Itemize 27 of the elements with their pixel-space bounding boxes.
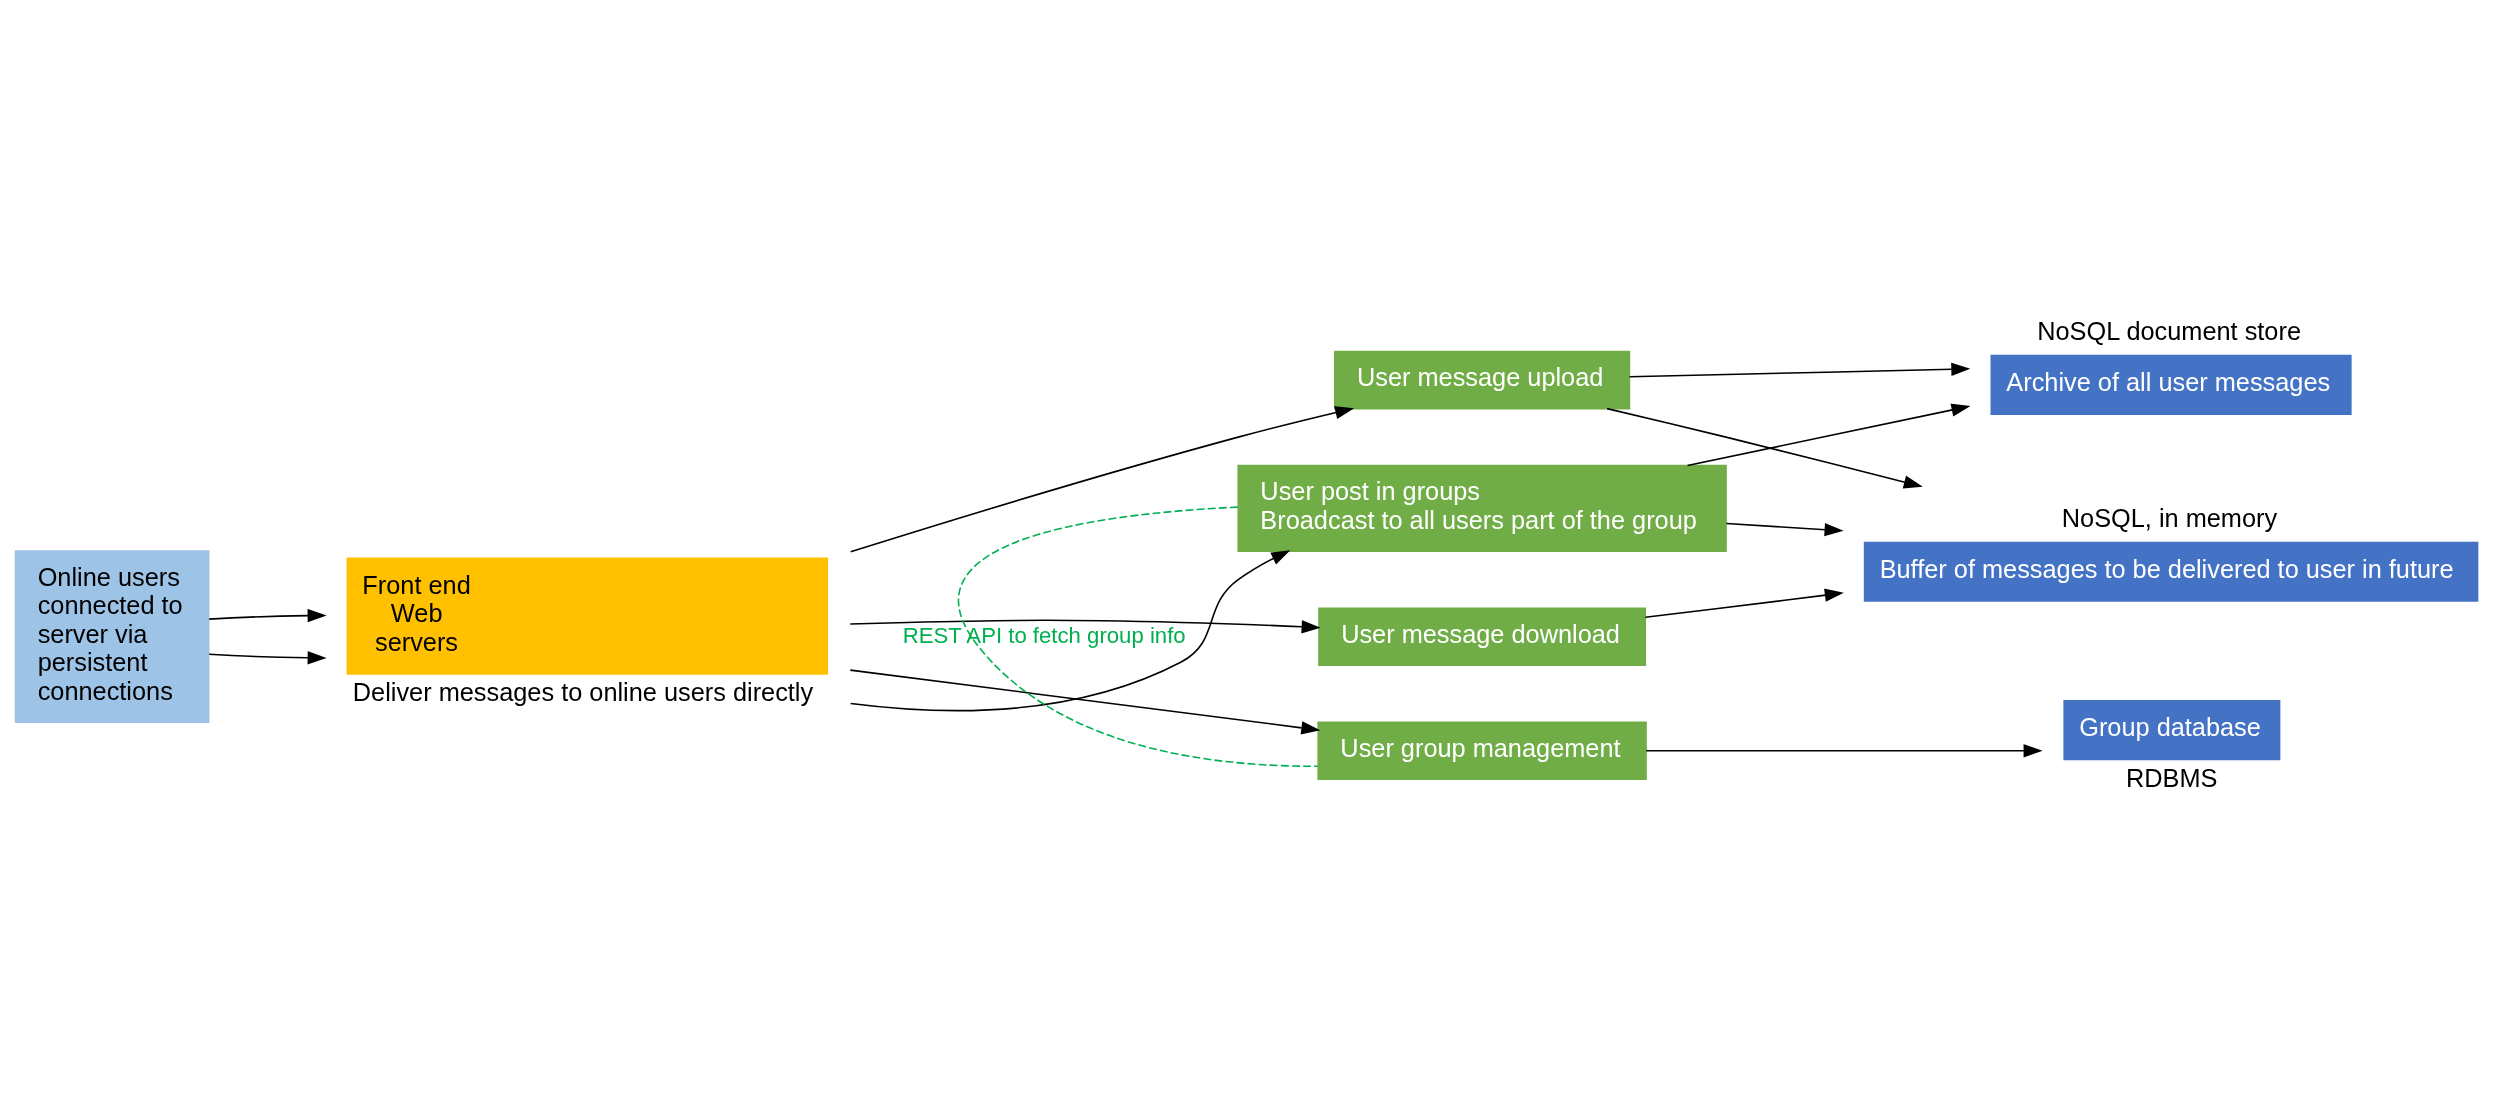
arrow — [1686, 403, 1971, 467]
node-box: Front end Web servers — [346, 557, 828, 675]
arrow — [1628, 362, 1971, 378]
node-box: Online users connected to server via persistent connections — [14, 550, 210, 723]
node-box: Group database — [2063, 700, 2281, 761]
arrow — [1606, 407, 1923, 489]
node-label: RDBMS — [2125, 763, 2218, 792]
arrow — [849, 669, 1321, 735]
arrow — [849, 550, 1291, 712]
arrow — [849, 619, 1321, 634]
node-box: User post in groups Broadcast to all users part of the group — [1237, 464, 1727, 552]
node-box: Archive of all user messages — [1990, 354, 2352, 415]
arrow — [208, 651, 327, 665]
arrow — [208, 608, 327, 623]
edge-label: REST API to fetch group info — [902, 622, 1186, 648]
arrow — [849, 406, 1355, 553]
node-box: User group management — [1317, 721, 1647, 781]
node-label: NoSQL document store — [2037, 317, 2301, 346]
node-label: Deliver messages to online users directly — [352, 678, 814, 707]
arrow — [1644, 588, 1844, 619]
node-label: NoSQL, in memory — [2061, 504, 2278, 533]
arrow — [1725, 522, 1844, 537]
node-box: Buffer of messages to be delivered to user in future — [1863, 541, 2479, 602]
connector — [957, 506, 1319, 767]
arrow — [1645, 744, 2043, 758]
node-box: User message download — [1318, 607, 1647, 666]
node-box: User message upload — [1334, 350, 1631, 410]
